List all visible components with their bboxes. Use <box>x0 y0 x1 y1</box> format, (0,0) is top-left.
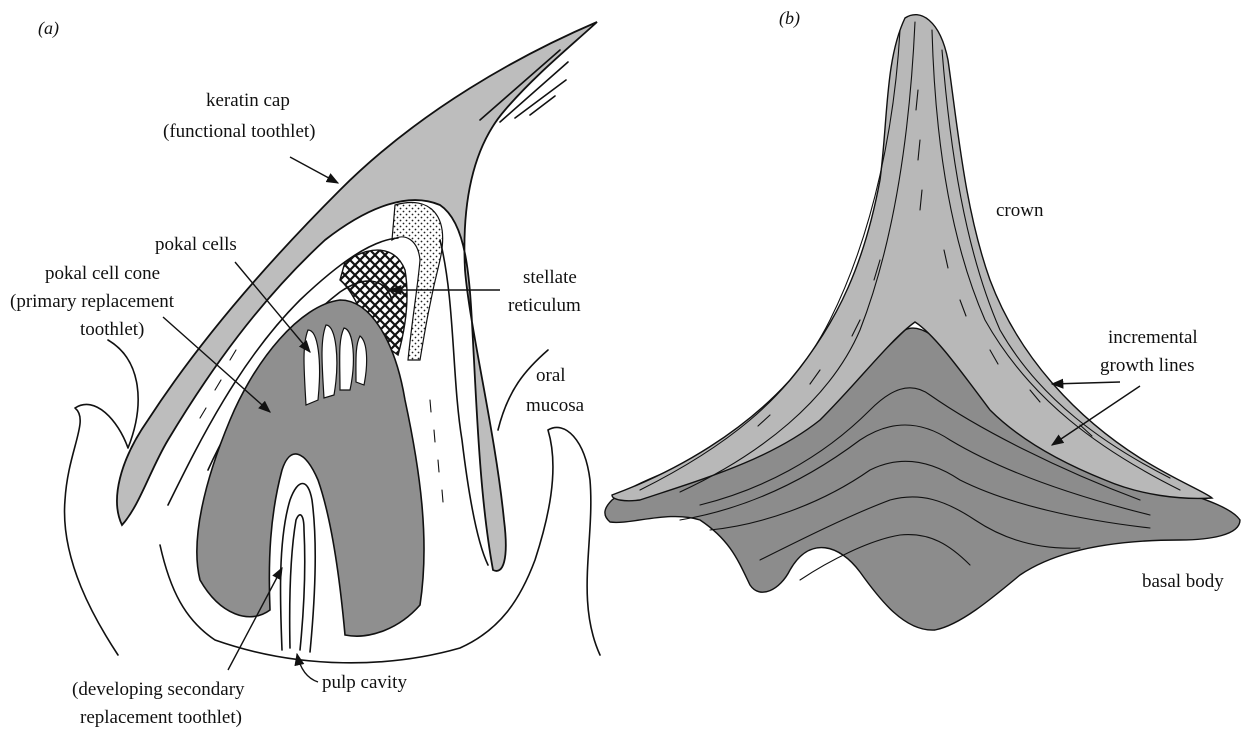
label-toothlet: toothlet) <box>80 319 144 340</box>
label-incremental: incremental <box>1108 327 1198 348</box>
label-crown: crown <box>996 200 1044 221</box>
label-pokal-cells: pokal cells <box>155 234 237 255</box>
panel-a-tag: (a) <box>38 18 59 39</box>
panel-b: (b) <box>605 8 1240 630</box>
label-mucosa: mucosa <box>526 395 585 416</box>
label-basal-body: basal body <box>1142 571 1224 592</box>
label-replacement-toothlet: replacement toothlet) <box>80 707 242 728</box>
arrow-growth-lines-1 <box>1052 382 1120 384</box>
label-stellate: stellate <box>523 267 577 288</box>
label-keratin-cap: keratin cap <box>206 90 290 111</box>
pulp-cavity-outline <box>290 515 305 650</box>
label-reticulum: reticulum <box>508 295 581 316</box>
arrow-pulp-cavity <box>297 654 318 682</box>
label-pokal-cell-cone: pokal cell cone <box>45 263 160 284</box>
arrow-keratin-cap <box>290 157 338 183</box>
panel-b-tag: (b) <box>779 8 800 29</box>
panel-a: (a) <box>10 18 600 728</box>
label-growth-lines: growth lines <box>1100 355 1194 376</box>
label-primary-replacement: (primary replacement <box>10 291 175 312</box>
label-pulp-cavity: pulp cavity <box>322 672 407 693</box>
label-oral: oral <box>536 365 566 386</box>
label-developing: (developing secondary <box>72 679 245 700</box>
secondary-toothlet <box>280 484 315 653</box>
label-functional-toothlet: (functional toothlet) <box>163 121 315 142</box>
